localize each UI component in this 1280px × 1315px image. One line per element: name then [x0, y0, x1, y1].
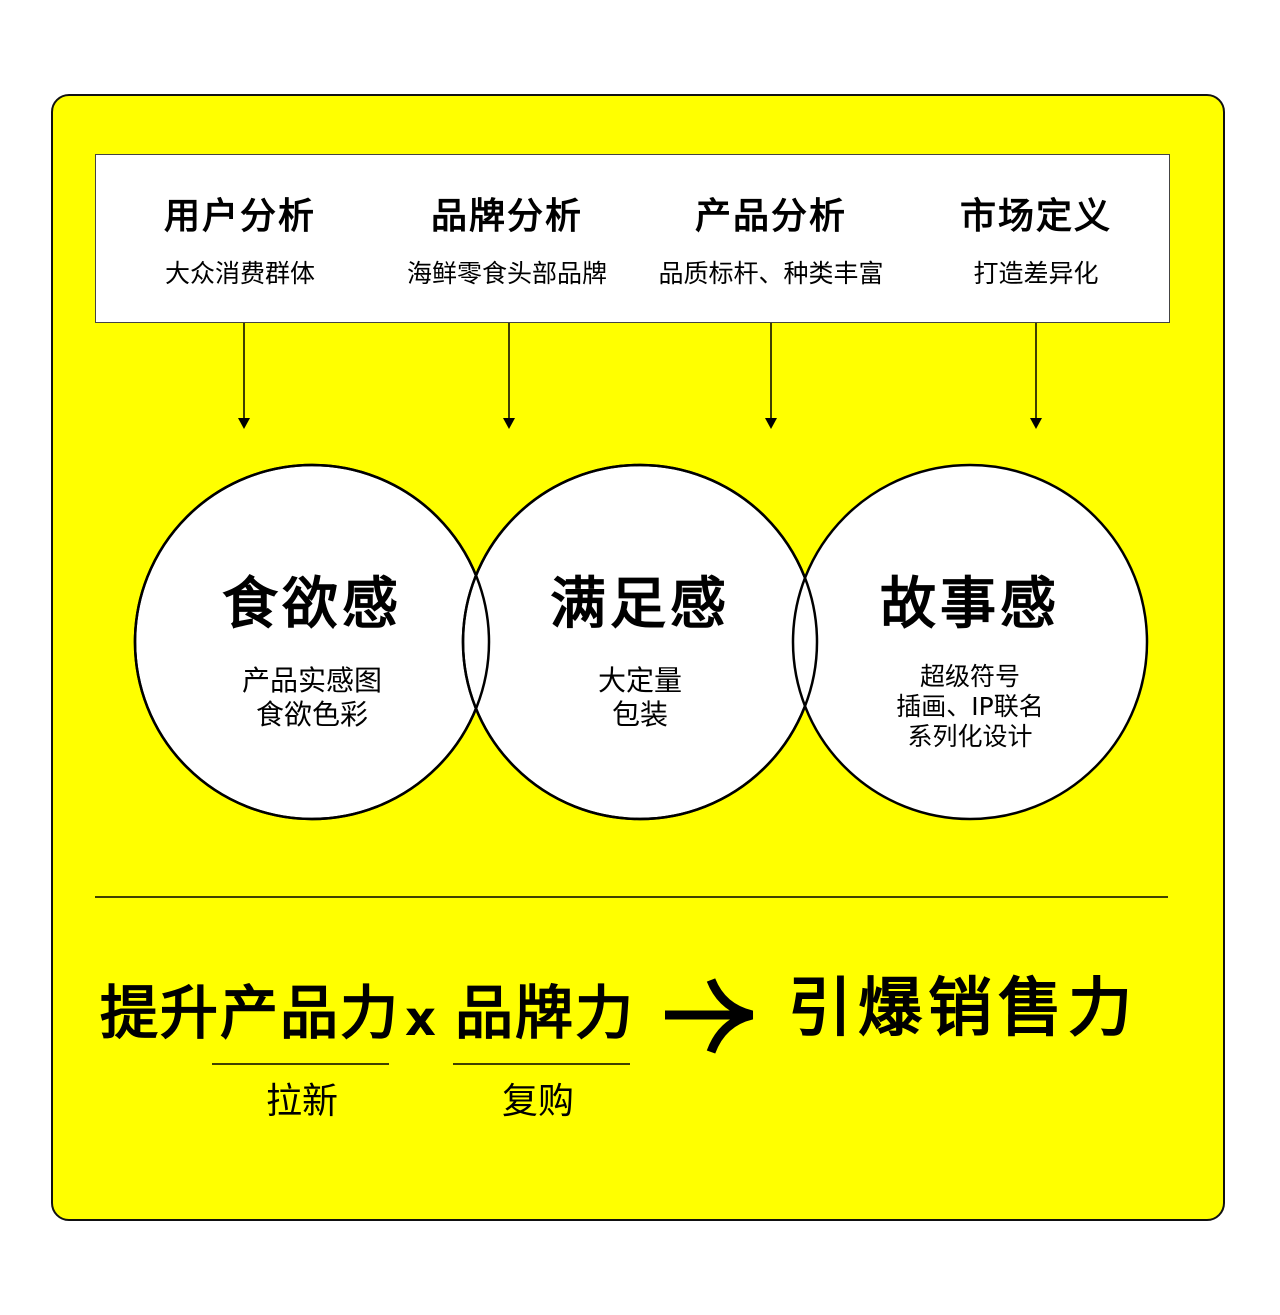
analysis-title: 产品分析 — [694, 196, 847, 237]
analysis-box: 用户分析 大众消费群体 品牌分析 海鲜零食头部品牌 产品分析 品质标杆、种类丰富… — [95, 154, 1170, 323]
circle-line: 插画、IP联名 — [896, 692, 1044, 721]
analysis-subtitle: 大众消费群体 — [164, 259, 315, 288]
analysis-subtitle: 海鲜零食头部品牌 — [406, 259, 607, 288]
note-repurchase: 复购 — [502, 1081, 575, 1122]
formula-operator: x — [405, 991, 438, 1047]
circle-title: 满足感 — [550, 572, 730, 637]
circle-line: 产品实感图 — [241, 664, 382, 697]
analysis-title: 市场定义 — [959, 196, 1112, 237]
formula-result: 引爆销售力 — [788, 972, 1138, 1046]
circle-line: 大定量 — [597, 664, 682, 697]
circle-satisfaction-text: 满足感 大定量 包装 — [500, 570, 780, 732]
circle-line: 系列化设计 — [907, 722, 1033, 751]
analysis-title: 品牌分析 — [430, 196, 583, 237]
circle-description: 大定量 包装 — [500, 664, 780, 732]
formula-product-power: 提升产品力 — [100, 979, 401, 1047]
analysis-subtitle: 品质标杆、种类丰富 — [658, 259, 884, 288]
circle-line: 包装 — [611, 698, 668, 731]
circle-story — [791, 463, 1149, 821]
arrow-right-icon — [665, 978, 754, 1054]
analysis-title: 用户分析 — [163, 196, 316, 237]
circle-description: 产品实感图 食欲色彩 — [172, 664, 452, 732]
circle-appetite-text: 食欲感 产品实感图 食欲色彩 — [172, 570, 452, 732]
note-acquisition: 拉新 — [266, 1081, 339, 1122]
circle-story-text: 故事感 超级符号 插画、IP联名 系列化设计 — [830, 570, 1110, 752]
formula-brand-power: 品牌力 — [455, 979, 636, 1047]
circle-description: 超级符号 插画、IP联名 系列化设计 — [830, 662, 1110, 752]
circle-line: 食欲色彩 — [255, 698, 368, 731]
circle-title: 食欲感 — [222, 572, 402, 637]
circle-line: 超级符号 — [919, 662, 1020, 691]
analysis-subtitle: 打造差异化 — [973, 259, 1099, 288]
circle-title: 故事感 — [880, 572, 1060, 637]
